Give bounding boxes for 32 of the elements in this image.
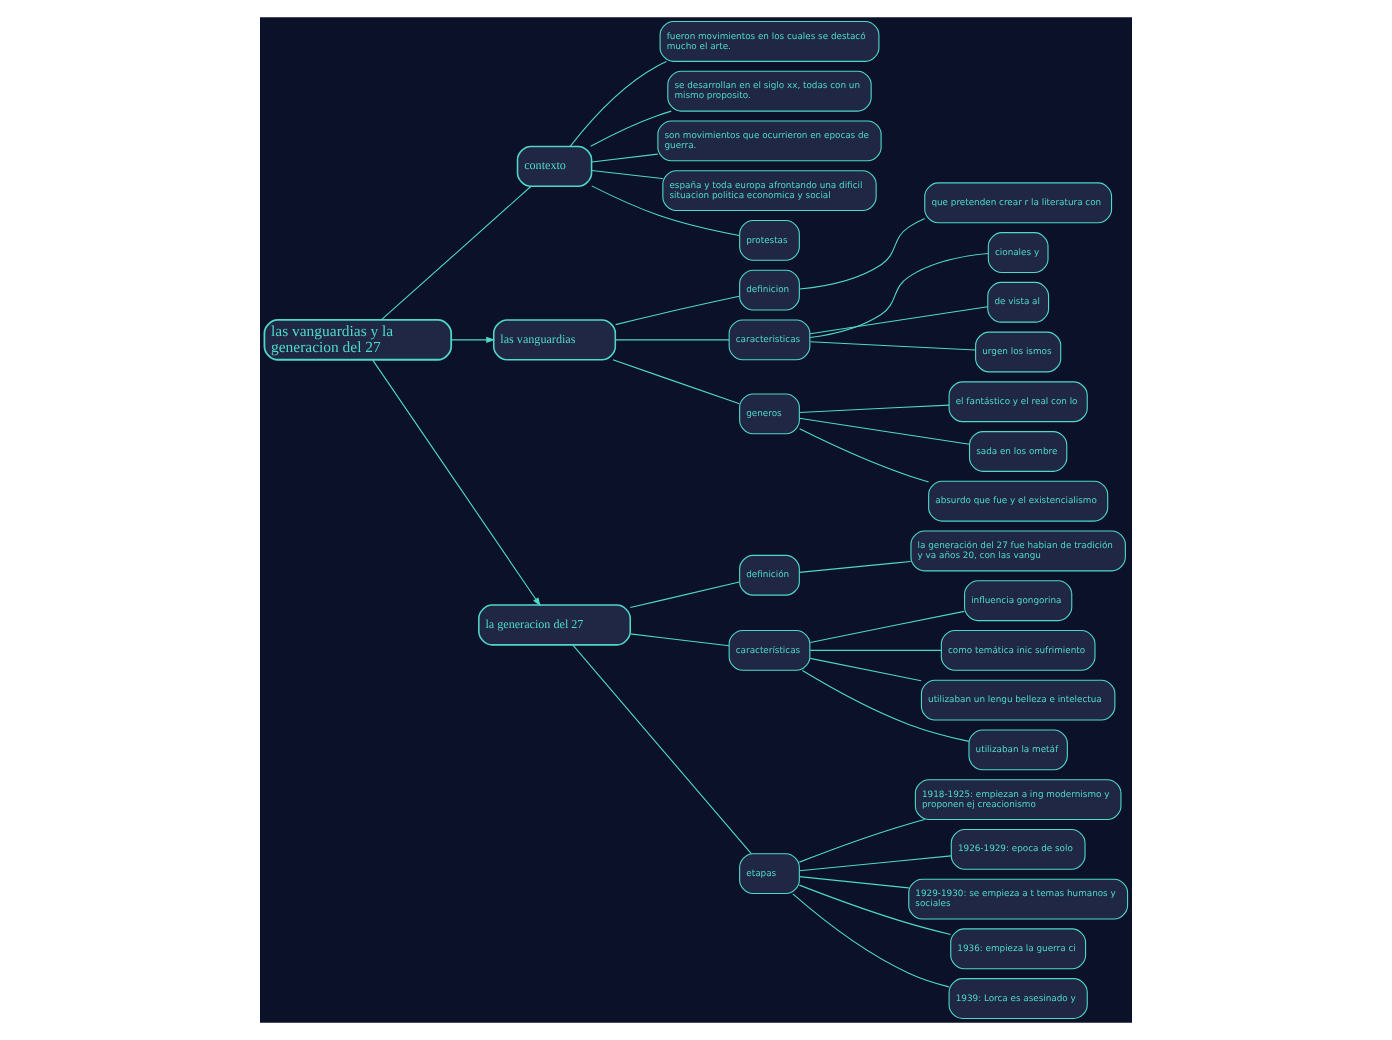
connector bbox=[798, 876, 910, 889]
connector bbox=[615, 295, 740, 326]
arrow bbox=[372, 359, 541, 607]
connector bbox=[801, 670, 970, 742]
connector bbox=[629, 633, 730, 647]
node-box: las vanguardias y la generacion del 27 bbox=[263, 319, 453, 361]
connector bbox=[809, 306, 989, 335]
connector bbox=[569, 61, 667, 147]
connector bbox=[572, 644, 752, 855]
connector bbox=[798, 417, 971, 445]
connector bbox=[809, 341, 977, 351]
connector bbox=[590, 110, 672, 147]
connector bbox=[792, 893, 950, 988]
connector bbox=[591, 185, 740, 237]
connector bbox=[612, 359, 740, 405]
connector bbox=[380, 185, 532, 321]
connector bbox=[809, 253, 989, 339]
connector bbox=[614, 339, 730, 341]
connector bbox=[798, 218, 926, 290]
connector bbox=[809, 610, 965, 643]
connector bbox=[799, 428, 930, 483]
connector bbox=[798, 560, 912, 573]
connector bbox=[809, 649, 942, 651]
connector bbox=[591, 169, 664, 180]
arrow bbox=[450, 336, 496, 343]
connector bbox=[798, 884, 952, 936]
connector bbox=[798, 855, 952, 872]
connector bbox=[798, 818, 926, 863]
connector bbox=[629, 581, 740, 609]
connector bbox=[591, 153, 659, 163]
connector bbox=[809, 657, 922, 682]
connector bbox=[798, 404, 950, 414]
